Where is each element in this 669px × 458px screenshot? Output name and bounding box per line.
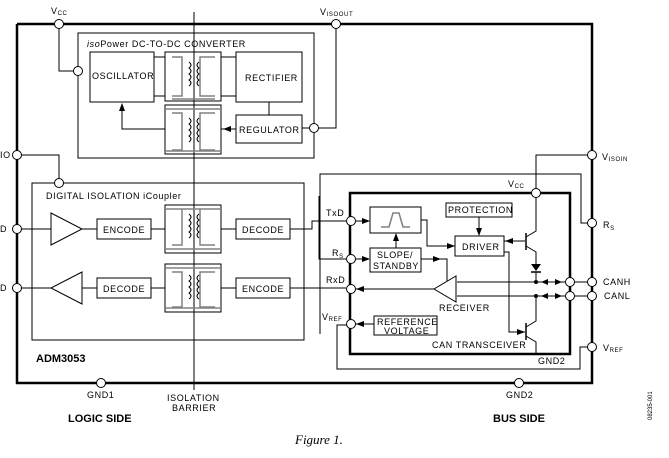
figure-id: 08235-001 [648,391,654,420]
slope-standby-box [369,247,422,273]
vio-pin [12,150,22,160]
vcc-transceiver-pin [531,188,541,198]
canl-label: CANL [604,291,630,301]
gnd2-pin [514,378,524,388]
isopower-block [77,32,315,159]
rs-label: RS [603,220,615,232]
driver-box [454,235,505,257]
oscillator-power-pin [73,66,83,76]
reference-voltage-label-1: REFERENCE [377,317,438,327]
digital-isolation-title: DIGITAL ISOLATION iCoupler [46,191,181,201]
rx-icoupler-transformer [164,263,222,313]
reference-voltage-label-2: VOLTAGE [384,326,429,336]
oscillator-label: OSCILLATOR [92,71,154,81]
regulator-box [235,114,303,144]
rx-encode-label: ENCODE [242,284,284,294]
driver-label: DRIVER [462,242,500,252]
rxd-logic-pin [12,283,22,293]
regulator-label: REGULATOR [239,125,300,135]
slew-waveform-box [369,206,422,234]
vref-pin [587,342,597,352]
digital-isolation-block [31,182,305,341]
rx-output-buffer [49,271,83,305]
rectifier-label: RECTIFIER [245,73,298,83]
tx-encode-label: ENCODE [103,225,145,235]
rxd-label: RxD [326,275,345,285]
canh-pin [587,277,597,287]
rs-inner-label: RS [332,248,344,260]
visoin-pin [587,150,597,160]
canh-transceiver-pin [565,277,575,287]
oscillator-box [89,51,155,103]
gnd2-label: GND2 [506,390,533,400]
vref-transceiver-pin [346,319,356,329]
receiver-comparator [433,275,457,303]
visoout-label: VISOOUT [320,7,353,18]
gnd2-inner-label: GND2 [538,356,565,366]
rs-transceiver-pin [346,254,356,264]
slope-standby-label-1: SLOPE/ [377,250,413,260]
part-number: ADM3053 [36,353,86,365]
logic-side-label: LOGIC SIDE [68,413,132,425]
txd-label: TxD [326,208,344,218]
vref-inner-label: VREF [322,312,342,323]
canl-pin [587,291,597,301]
gnd1-label: GND1 [87,390,114,400]
regulator-output-pin [309,123,319,133]
tx-input-buffer [50,212,84,246]
digital-power-pin [54,178,64,188]
slew-waveform-icon [381,212,410,228]
vcc-inner-label: VCC [508,179,525,190]
rxd-pin [346,284,356,294]
rx-decode-label: DECODE [103,284,145,294]
isolation-barrier-label-1: ISOLATION [167,393,220,403]
tx-decode-label: DECODE [242,225,284,235]
visoin-label: VISOIN [602,152,628,163]
txd-logic-pin [12,224,22,234]
can-transceiver-block [348,191,572,356]
isopower-title: isoPower DC-TO-DC CONVERTER [87,39,246,49]
rectifier-box [235,51,303,103]
canh-label: CANH [603,277,631,287]
rs-pin [587,218,597,228]
tx-icoupler-transformer [164,204,222,254]
receiver-label: RECEIVER [439,303,490,313]
gnd1-pin [96,378,106,388]
protection-label: PROTECTION [448,205,513,215]
vref-label: VREF [603,343,623,354]
bus-side-label: BUS SIDE [493,413,545,425]
can-transceiver-title: CAN TRANSCEIVER [432,340,526,350]
txd-logic-label: D [0,224,7,234]
vcc-label: VCC [51,6,68,17]
power-transformer-upper [164,51,222,102]
vcc-pin [54,19,64,29]
reference-voltage-box [373,315,438,336]
isolation-barrier-label-2: BARRIER [172,403,216,413]
slope-standby-label-2: STANDBY [373,261,419,271]
visoout-pin [331,19,341,29]
rxd-logic-label: D [0,283,7,293]
canl-transceiver-pin [565,291,575,301]
figure-caption: Figure 1. [294,432,343,447]
canh-diode [531,264,541,271]
vio-label: IO [0,150,11,160]
txd-pin [346,216,356,226]
